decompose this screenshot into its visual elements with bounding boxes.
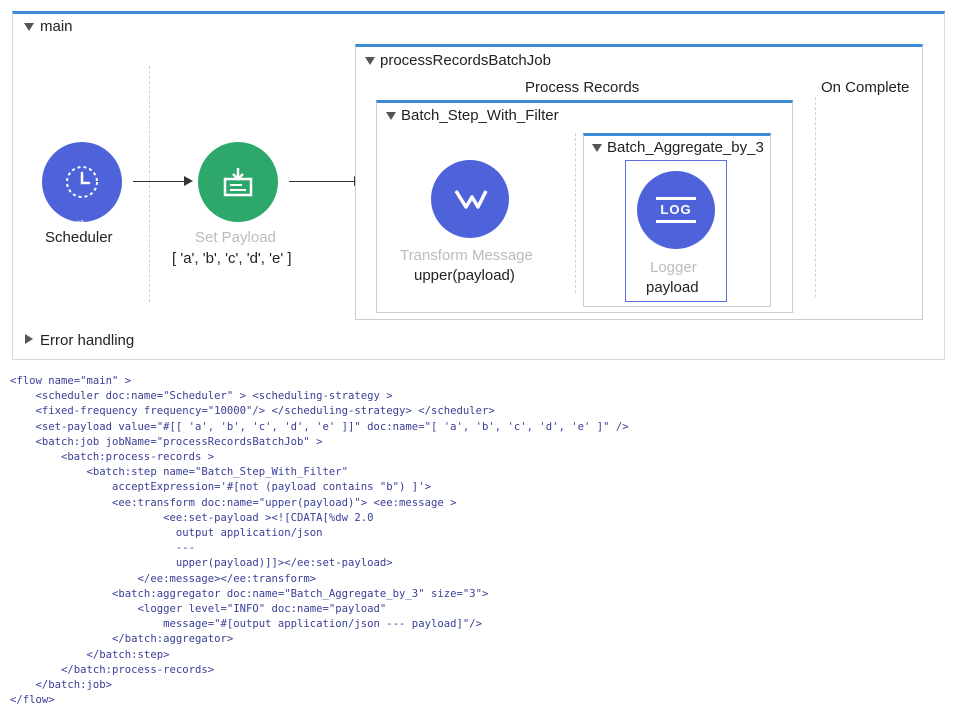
flow-title[interactable]: main	[40, 18, 73, 35]
transform-sublabel: upper(payload)	[414, 267, 515, 284]
code-line: </batch:aggregator>	[10, 633, 234, 646]
scheduler-node[interactable]	[42, 142, 122, 222]
code-line: <ee:set-payload ><![CDATA[%dw 2.0	[10, 511, 374, 524]
batch-job-scope[interactable]: processRecordsBatchJob Process Records O…	[355, 44, 923, 320]
code-line: <set-payload value="#[[ 'a', 'b', 'c', '…	[10, 420, 629, 433]
batch-step-scope[interactable]: Batch_Step_With_Filter Transform Message…	[376, 100, 793, 313]
code-line: </batch:process-records>	[10, 663, 215, 676]
code-line: <batch:job jobName="processRecordsBatchJ…	[10, 435, 323, 448]
code-line: </flow>	[10, 694, 55, 707]
code-line: message="#[output application/json --- p…	[10, 618, 482, 631]
connector-arrow	[133, 181, 185, 182]
set-payload-label: Set Payload	[195, 229, 276, 246]
code-line: <flow name="main" >	[10, 375, 132, 387]
expand-error-handling-icon[interactable]	[25, 334, 33, 344]
logger-label: Logger	[650, 259, 697, 276]
code-line: acceptExpression='#[not (payload contain…	[10, 481, 431, 494]
clock-icon	[66, 166, 98, 198]
code-line: <fixed-frequency frequency="10000"/> </s…	[10, 405, 495, 418]
transform-icon	[454, 190, 488, 209]
logger-node[interactable]: LOG	[637, 171, 715, 249]
code-line: upper(payload)]]></ee:set-payload>	[10, 557, 393, 570]
code-line: <batch:aggregator doc:name="Batch_Aggreg…	[10, 587, 489, 600]
aggregator-title: Batch_Aggregate_by_3	[607, 139, 764, 156]
flow-canvas: main → Scheduler Set Payload [ 'a', 'b',…	[12, 11, 945, 360]
code-line: <scheduler doc:name="Scheduler" > <sched…	[10, 390, 393, 403]
log-icon: LOG	[660, 202, 692, 217]
collapse-main-icon[interactable]	[24, 23, 34, 31]
code-line: <ee:transform doc:name="upper(payload)">…	[10, 496, 457, 509]
batch-job-title: processRecordsBatchJob	[380, 52, 551, 69]
collapse-batch-job-icon[interactable]	[365, 57, 375, 65]
logger-selection[interactable]: LOG Logger payload	[625, 160, 727, 302]
logger-sublabel: payload	[646, 279, 699, 296]
set-payload-icon	[223, 168, 253, 197]
separator	[149, 66, 150, 302]
collapse-aggregator-icon[interactable]	[592, 144, 602, 152]
code-line: <batch:process-records >	[10, 451, 215, 464]
code-line: </ee:message></ee:transform>	[10, 572, 317, 585]
aggregator-scope[interactable]: Batch_Aggregate_by_3 LOG Logger payload	[583, 133, 771, 307]
transform-message-node[interactable]	[431, 160, 509, 238]
on-complete-separator	[815, 97, 816, 297]
on-complete-label: On Complete	[821, 79, 910, 96]
code-line: </batch:job>	[10, 679, 113, 692]
set-payload-node[interactable]	[198, 142, 278, 222]
scheduler-label: Scheduler	[45, 229, 113, 246]
code-line: </batch:step>	[10, 648, 170, 661]
set-payload-sublabel: [ 'a', 'b', 'c', 'd', 'e' ]	[172, 250, 292, 267]
code-line: <logger level="INFO" doc:name="payload"	[10, 603, 387, 616]
scheduler-arrow-icon: →	[74, 212, 86, 226]
code-line: <batch:step name="Batch_Step_With_Filter…	[10, 466, 349, 479]
code-line: ---	[10, 542, 195, 555]
process-records-label: Process Records	[525, 79, 640, 96]
xml-code: <flow name="main" > <scheduler doc:name=…	[10, 374, 960, 708]
log-line-icon	[656, 197, 696, 200]
connector-arrowhead	[184, 176, 193, 186]
log-line-icon	[656, 220, 696, 223]
step-separator	[575, 133, 576, 293]
connector-arrow	[289, 181, 355, 182]
code-line: output application/json	[10, 527, 323, 540]
transform-label: Transform Message	[400, 247, 533, 264]
batch-step-title: Batch_Step_With_Filter	[401, 107, 559, 124]
collapse-batch-step-icon[interactable]	[386, 112, 396, 120]
error-handling-label[interactable]: Error handling	[40, 332, 135, 349]
